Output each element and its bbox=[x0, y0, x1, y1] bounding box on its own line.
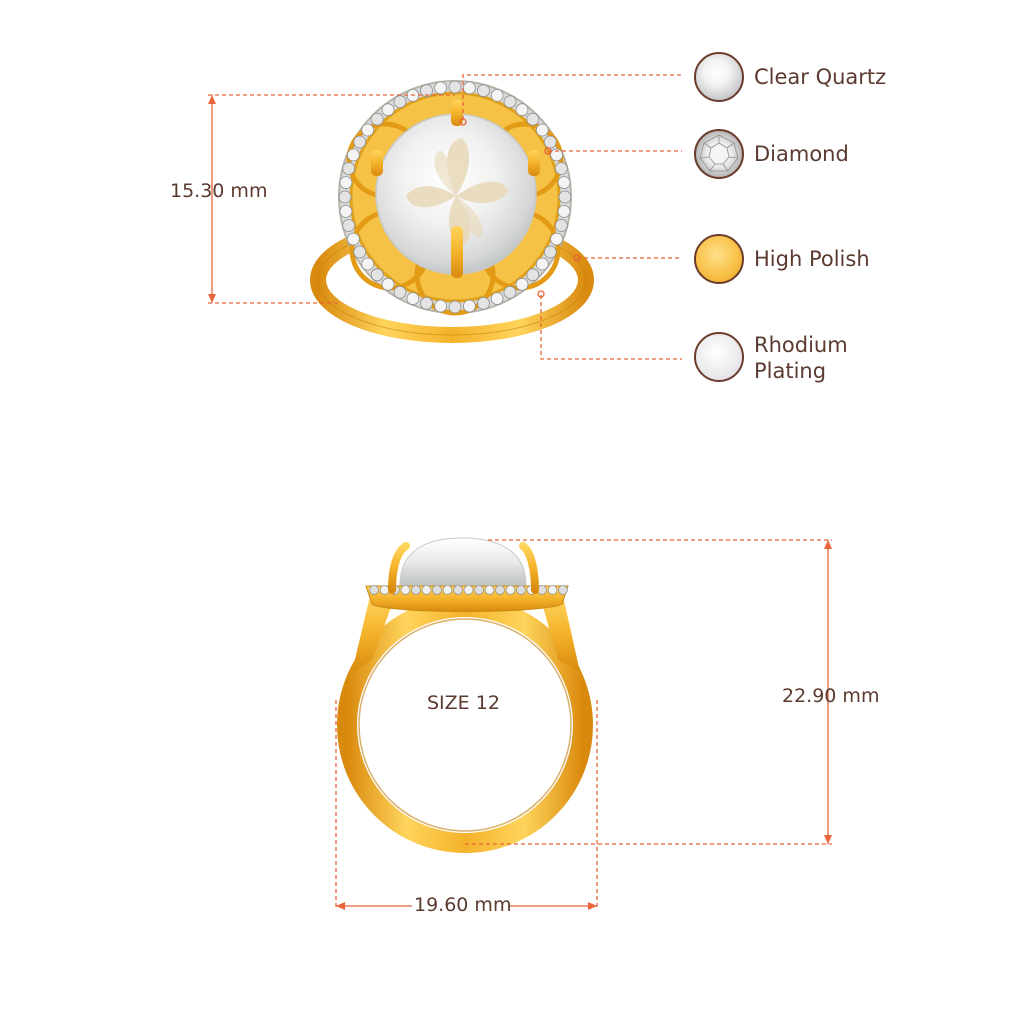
legend-label-clear-quartz: Clear Quartz bbox=[754, 65, 887, 89]
halo-diamonds-side bbox=[369, 585, 568, 595]
legend-label-high-polish: High Polish bbox=[754, 247, 870, 271]
halo-diamond bbox=[477, 84, 490, 98]
halo-diamond bbox=[342, 162, 356, 175]
dimension-lines bbox=[208, 74, 832, 910]
halo-diamond-side bbox=[400, 585, 411, 595]
prongs-top bbox=[371, 100, 540, 278]
halo-diamond bbox=[515, 103, 529, 117]
halo-diamond bbox=[515, 277, 529, 291]
side-width-label: 19.60 mm bbox=[414, 894, 512, 916]
halo-diamond bbox=[434, 299, 448, 313]
halo-diamond-side bbox=[421, 585, 432, 595]
halo-diamond bbox=[462, 81, 476, 95]
halo-diamond bbox=[557, 204, 571, 218]
halo-diamond bbox=[381, 277, 395, 291]
halo-diamond-side bbox=[505, 585, 516, 595]
carved-flower bbox=[406, 138, 508, 246]
halo-diamond bbox=[557, 176, 571, 190]
halo-diamond-side bbox=[432, 585, 442, 595]
halo-diamond bbox=[526, 268, 540, 282]
halo-diamond bbox=[503, 285, 517, 299]
legend-label-rhodium-line1: Rhodium bbox=[754, 333, 848, 357]
halo-diamond bbox=[535, 123, 549, 137]
halo-diamond bbox=[393, 95, 407, 109]
halo-diamond bbox=[462, 299, 476, 313]
halo-diamond bbox=[448, 300, 462, 314]
halo-diamond bbox=[490, 89, 504, 102]
halo-diamond bbox=[554, 219, 568, 232]
legend-label-rhodium-line2: Plating bbox=[754, 359, 827, 383]
halo-diamond bbox=[550, 148, 563, 162]
side-height-label: 22.90 mm bbox=[782, 685, 880, 707]
halo-diamond bbox=[420, 84, 433, 98]
rhodium-swatch-icon bbox=[694, 332, 744, 382]
halo-diamond-side bbox=[411, 585, 421, 595]
halo-diamond bbox=[353, 245, 367, 259]
halo-diamond bbox=[342, 219, 356, 232]
legend-label-diamond: Diamond bbox=[754, 142, 849, 166]
halo-diamond bbox=[543, 245, 557, 259]
arrowheads bbox=[208, 95, 832, 910]
halo-diamond-side bbox=[474, 585, 484, 595]
top-height-label: 15.30 mm bbox=[170, 180, 268, 202]
halo-diamond-side bbox=[484, 585, 495, 595]
halo-diamond bbox=[526, 112, 540, 126]
halo-diamond bbox=[543, 135, 557, 149]
ring-shank-side bbox=[337, 597, 593, 853]
halo-diamond bbox=[490, 292, 504, 306]
halo-diamond bbox=[339, 204, 353, 218]
halo-diamond bbox=[381, 103, 395, 117]
halo-diamond-side bbox=[442, 585, 453, 595]
halo-diamond bbox=[370, 112, 384, 126]
halo-diamond bbox=[558, 190, 572, 204]
halo-diamond bbox=[554, 162, 568, 175]
halo-diamond-side bbox=[369, 585, 379, 595]
halo-diamond bbox=[346, 232, 360, 246]
halo-diamond bbox=[448, 80, 462, 94]
halo-diamond bbox=[338, 190, 352, 204]
halo-diamond bbox=[353, 135, 367, 149]
ring-shoulder-right bbox=[540, 596, 580, 672]
halo-diamond bbox=[361, 123, 375, 137]
ring-size-label: SIZE 12 bbox=[427, 692, 500, 714]
ring-shoulder-left bbox=[352, 596, 395, 672]
diamond-swatch-icon bbox=[694, 129, 744, 179]
halo-diamond bbox=[535, 257, 549, 271]
halo-diamond-side bbox=[379, 585, 390, 595]
halo-diamonds bbox=[338, 80, 572, 314]
halo-diamond-side bbox=[547, 585, 558, 595]
halo-diamond bbox=[406, 292, 420, 306]
halo-diamond-side bbox=[558, 585, 568, 595]
halo-diamond bbox=[339, 176, 353, 190]
halo-diamond-side bbox=[516, 585, 526, 595]
halo-diamond-side bbox=[495, 585, 505, 595]
halo-diamond bbox=[550, 232, 563, 246]
ring-top-view bbox=[310, 80, 594, 343]
halo-diamond bbox=[346, 148, 360, 162]
prongs-side bbox=[388, 540, 539, 594]
halo-diamond bbox=[393, 285, 407, 299]
halo-diamond bbox=[477, 296, 490, 310]
high-polish-swatch-icon bbox=[694, 234, 744, 284]
halo-diamond bbox=[361, 257, 375, 271]
halo-diamond bbox=[370, 268, 384, 282]
halo-diamond bbox=[420, 296, 433, 310]
halo-diamond bbox=[434, 81, 448, 95]
clear-quartz-swatch-icon bbox=[694, 52, 744, 102]
diamond-facet-icon bbox=[699, 134, 739, 172]
ring-side-view bbox=[337, 537, 593, 853]
halo-diamond bbox=[503, 95, 517, 109]
